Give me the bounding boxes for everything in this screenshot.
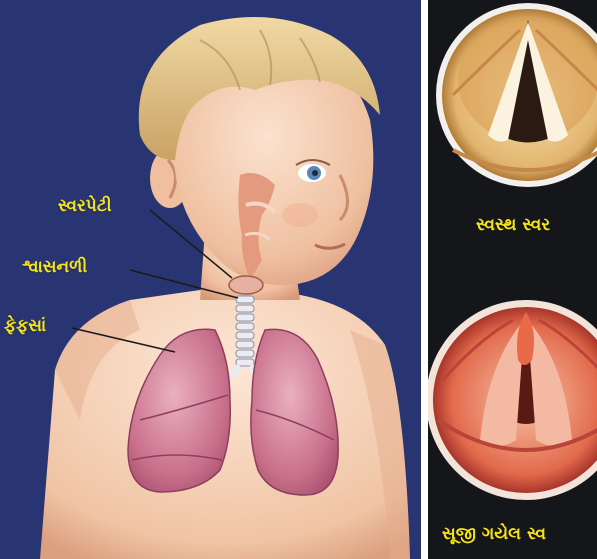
panel-divider: [421, 0, 428, 559]
swollen-vocal-cords-illustration: [428, 300, 597, 500]
respiratory-diagram-panel: સ્વરપેટી શ્વાસનળી ફેફસાં: [0, 0, 421, 559]
larynx-label: સ્વરપેટી: [58, 196, 112, 216]
vocal-cords-illustrations: [428, 0, 597, 559]
lungs-label: ફેફસાં: [4, 316, 46, 336]
trachea-label: શ્વાસનળી: [22, 257, 87, 277]
child-anatomy-illustration: [0, 0, 421, 559]
swollen-voice-caption: સૂજી ગયેલ સ્વ: [442, 524, 546, 544]
healthy-voice-caption: સ્વસ્થ સ્વર: [476, 215, 550, 235]
vocal-cords-panel: સ્વસ્થ સ્વર સૂજી ગયેલ સ્વ: [428, 0, 597, 559]
healthy-vocal-cords-illustration: [436, 3, 597, 187]
